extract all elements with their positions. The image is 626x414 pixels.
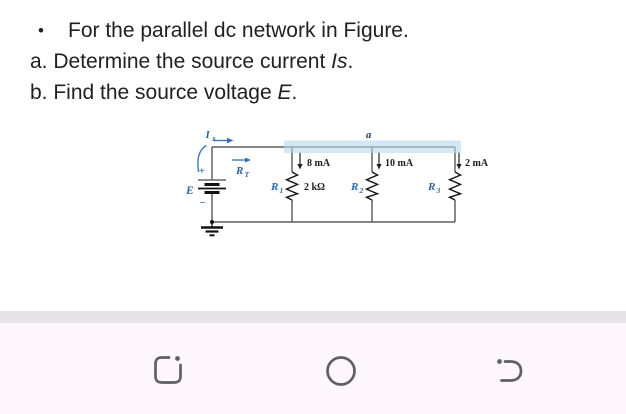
problem-item-b: b. Find the source voltage E. [30,80,297,106]
resistor-r2-symbol [364,171,380,201]
navigation-bar [0,323,626,414]
branch2-current-arrow [376,152,382,170]
resistor-r1-subscript: 1 [280,186,284,195]
item-a-prefix: a. Determine the source current [30,50,332,73]
ground-icon [201,220,223,237]
resistor-r3-subscript: 3 [436,186,441,195]
branch3-current-arrow [456,152,462,170]
source-current-arrowhead [227,137,234,144]
source-current-label: I [205,129,211,141]
back-icon [497,359,523,382]
resistor-r1-symbol [284,171,300,201]
source-current-hook [197,144,207,173]
total-resistance-arrowhead [245,157,251,163]
home-icon [326,356,356,386]
branch2-current-value: 10 mA [385,158,414,169]
source-voltage-label: E [185,185,194,197]
node-a-label: a [366,130,371,141]
node-a-highlight [284,140,461,153]
recents-icon [154,356,182,384]
battery-plus-sign: + [199,166,205,177]
battery-symbol [198,179,226,194]
resistor-r1-label: R [270,181,278,193]
bullet-icon: • [38,21,44,40]
problem-statement: • For the parallel dc network in Figure. [38,18,409,44]
item-b-prefix: b. Find the source voltage [30,81,278,104]
total-resistance-label: R [235,165,243,177]
recents-button[interactable] [145,347,193,395]
resistor-r2-label: R [350,181,358,193]
total-resistance-subscript: T [245,170,250,179]
item-a-suffix: . [347,50,354,73]
resistor-r1-value: 2 kΩ [304,182,325,193]
problem-item-a: a. Determine the source current Is. [30,49,353,75]
branch1-current-arrow [297,152,303,170]
branch3-current-value: 2 mA [465,158,489,169]
item-b-suffix: . [291,81,298,104]
resistor-r3-symbol [447,171,463,201]
resistor-r3-label: R [427,181,435,193]
circuit-wires [211,146,456,223]
resistor-r2-subscript: 2 [359,186,364,195]
statement-text: For the parallel dc network in Figure. [68,19,409,42]
branch1-current-value: 8 mA [307,158,331,169]
divider-band [0,311,626,323]
item-b-symbol: E [277,81,292,104]
back-button[interactable] [486,347,534,395]
battery-minus-sign: − [200,197,206,209]
source-current-subscript: s [212,134,216,143]
item-a-symbol: Is [331,50,348,73]
home-button[interactable] [317,347,365,395]
